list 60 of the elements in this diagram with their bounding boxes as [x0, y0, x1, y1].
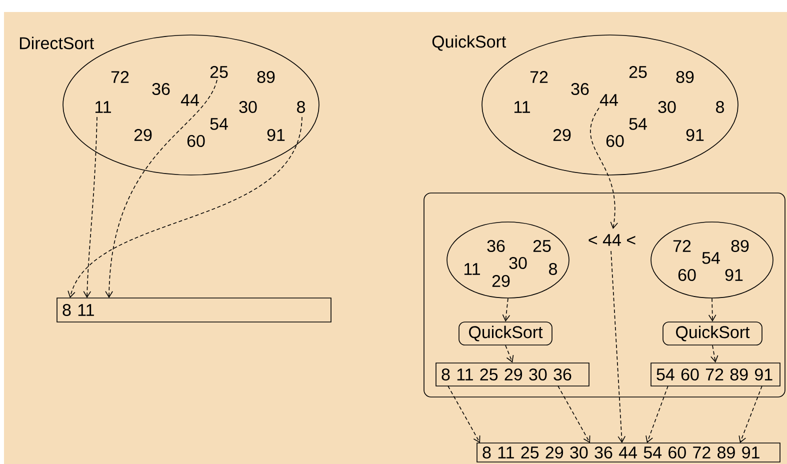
number-label: 44: [600, 94, 618, 106]
array-box: 8 11 25 29 30 36: [436, 362, 590, 386]
number-label: 36: [571, 82, 589, 95]
number-label: 54: [629, 118, 647, 130]
number-label: 60: [606, 134, 624, 147]
number-label: 60: [187, 134, 205, 147]
number-label: 11: [514, 101, 530, 113]
number-label: 72: [111, 71, 129, 83]
partition-panel: [424, 192, 786, 398]
arrow: [646, 386, 668, 443]
array-box: 8 11: [56, 298, 332, 322]
arrow: [502, 298, 510, 322]
number-label: 72: [530, 71, 548, 83]
arrow: [83, 116, 98, 298]
number-label: 54: [210, 118, 228, 130]
number-label: 36: [152, 82, 170, 95]
number-label: 54: [702, 252, 720, 264]
number-label: 11: [464, 263, 480, 275]
number-label: 30: [658, 100, 676, 113]
number-label: 89: [257, 70, 275, 83]
process-box: QuickSort: [458, 322, 552, 346]
number-label: 11: [95, 101, 111, 113]
arrow: [505, 345, 514, 363]
arrow: [738, 386, 762, 443]
number-label: 29: [134, 128, 152, 141]
pivot-label: < 44 <: [588, 234, 636, 246]
arrow: [590, 108, 618, 229]
section-title: QuickSort: [432, 35, 506, 51]
number-label: 8: [297, 100, 305, 113]
arrow: [708, 298, 716, 322]
number-label: 25: [210, 66, 228, 78]
number-label: 89: [731, 240, 749, 252]
number-label: 91: [725, 268, 743, 281]
number-label: 29: [492, 274, 510, 287]
number-set-ellipse: [650, 222, 774, 298]
arrow: [448, 386, 480, 443]
number-label: 30: [509, 256, 527, 269]
section-title: DirectSort: [20, 36, 94, 50]
number-label: 89: [676, 70, 694, 83]
arrow: [710, 345, 718, 363]
number-label: 72: [673, 240, 691, 252]
number-label: 8: [549, 262, 557, 275]
number-label: 60: [678, 268, 696, 281]
number-label: 25: [629, 66, 647, 78]
number-set-ellipse: [446, 222, 570, 298]
number-label: 25: [533, 240, 551, 252]
process-box: QuickSort: [662, 322, 762, 346]
number-label: 8: [716, 100, 724, 113]
array-box: 8 11 25 29 30 36 44 54 60 72 89 91: [476, 442, 780, 462]
number-label: 91: [686, 128, 704, 141]
arrow: [610, 250, 626, 443]
arrow: [105, 80, 218, 298]
number-label: 36: [487, 240, 505, 252]
arrow: [68, 116, 302, 298]
arrow: [558, 386, 590, 443]
number-label: 91: [267, 128, 285, 141]
number-label: 44: [180, 94, 199, 106]
number-label: 29: [553, 128, 571, 141]
number-label: 30: [239, 100, 257, 113]
array-box: 54 60 72 89 91: [650, 362, 780, 386]
